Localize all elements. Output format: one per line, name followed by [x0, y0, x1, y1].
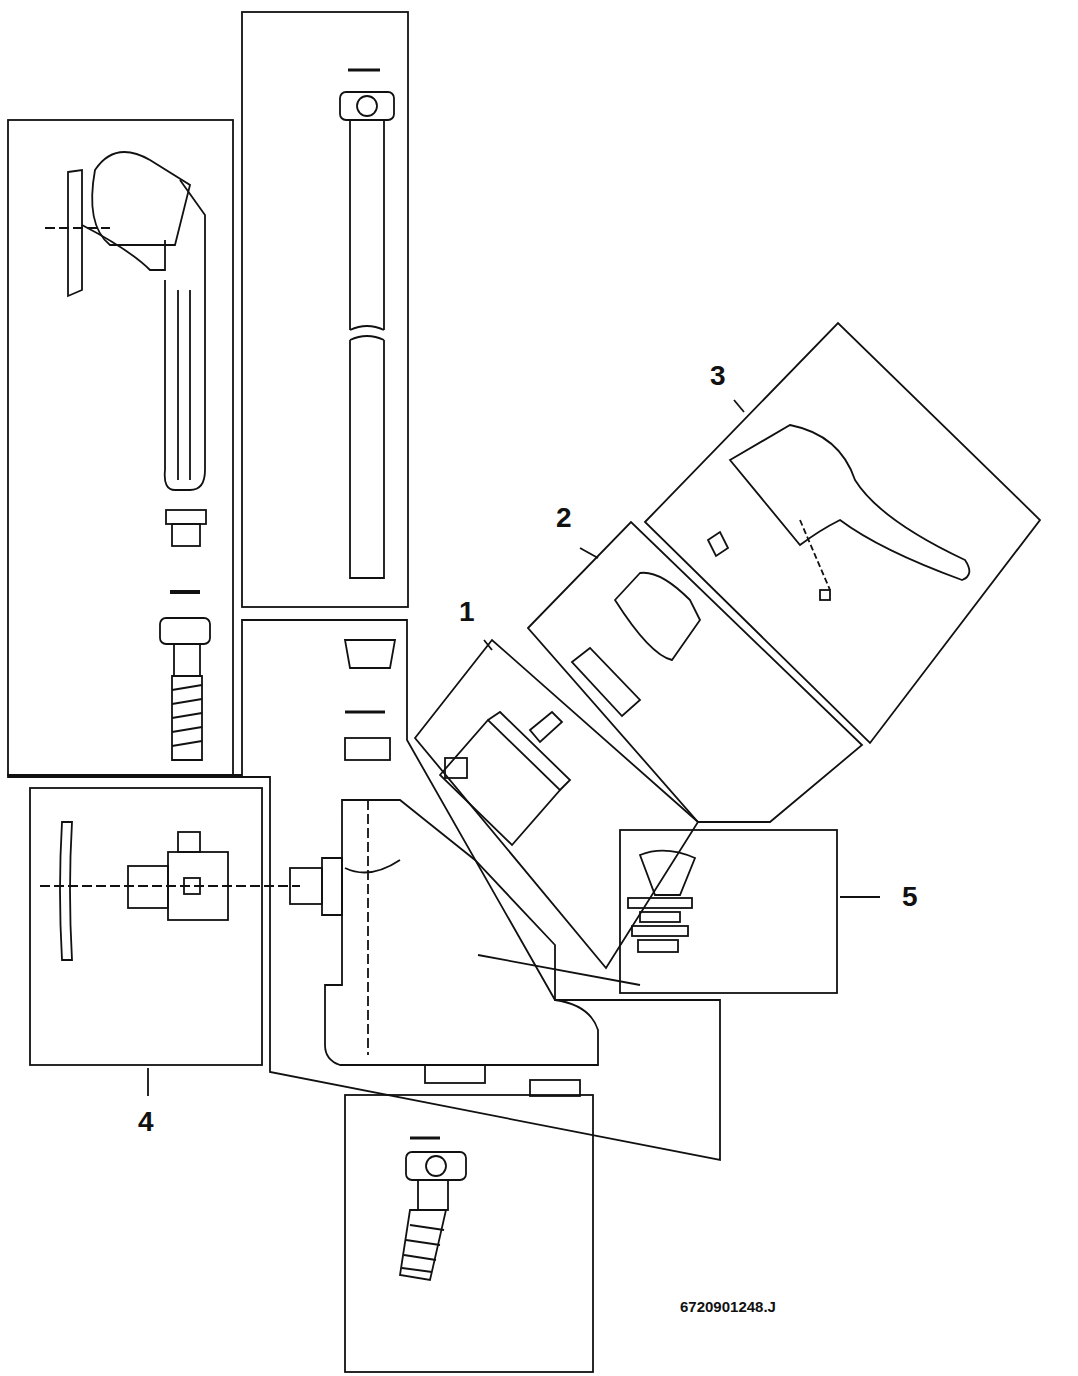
leader-line	[734, 400, 744, 412]
cartridge-panel	[415, 640, 698, 968]
lever-panel	[645, 323, 1040, 743]
lower-hose-panel	[345, 1095, 593, 1372]
body-panel	[8, 620, 720, 1160]
diverter-panel	[620, 830, 837, 993]
hose-panel	[242, 12, 408, 607]
callout-number: 1	[459, 598, 475, 626]
leader-line	[484, 640, 492, 650]
callout-number: 3	[710, 362, 726, 390]
angle-connector	[40, 822, 300, 960]
diverter	[628, 851, 695, 952]
cartridge	[440, 712, 570, 845]
cap-panel	[528, 522, 862, 822]
callout-number: 5	[902, 883, 918, 911]
lever	[708, 425, 969, 600]
handshower-panel	[8, 120, 233, 775]
handshower	[45, 152, 210, 760]
leader-line	[840, 896, 880, 898]
callout-number: 2	[556, 504, 572, 532]
callout-number: 4	[138, 1108, 154, 1136]
drawing-number: 6720901248.J	[680, 1299, 776, 1314]
leader-line	[580, 548, 598, 558]
leader-line	[147, 1068, 149, 1096]
cover-cap	[572, 573, 700, 716]
connector-panel	[30, 788, 262, 1065]
lower-hose	[400, 1138, 466, 1280]
mixer-body	[290, 640, 640, 1096]
hose	[340, 70, 394, 578]
